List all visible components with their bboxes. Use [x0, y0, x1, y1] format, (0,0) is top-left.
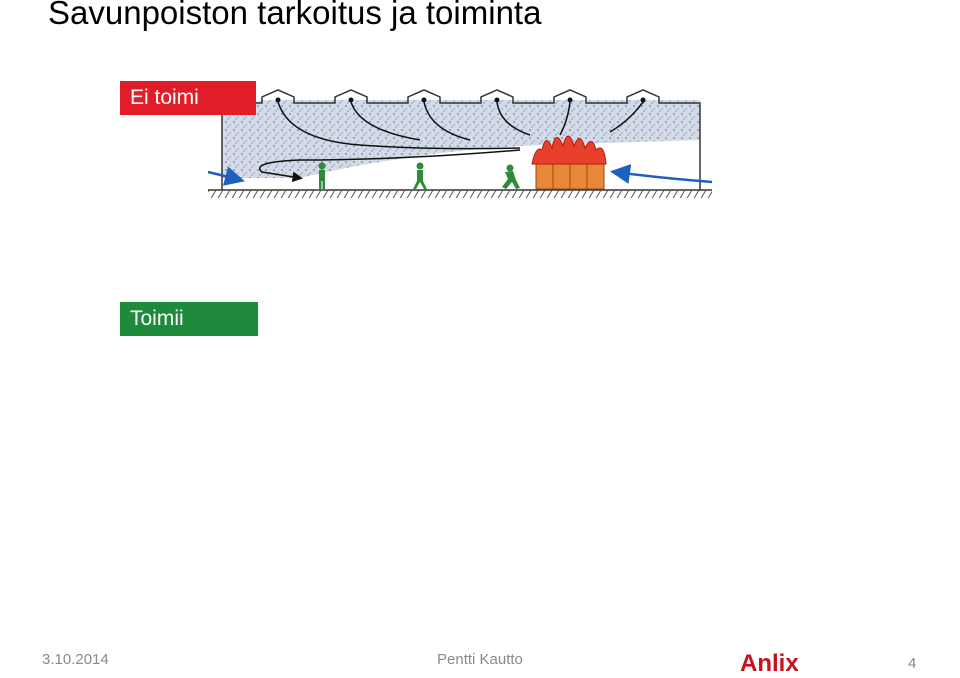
page-number: 4 — [908, 655, 917, 672]
company-logo: Anlix — [740, 650, 799, 677]
smoke-layer — [222, 100, 700, 178]
person-3 — [502, 164, 520, 189]
smoke-circulation-arrows — [259, 101, 644, 183]
building-outline — [221, 89, 701, 190]
floor-hatch — [208, 190, 712, 198]
working-label: Toimii — [120, 302, 258, 336]
panel-not-working — [207, 89, 713, 198]
slide-title: Savunpoiston tarkoitus ja toiminta — [48, 0, 542, 31]
footer-author: Pentti Kautto — [437, 651, 523, 668]
person-1 — [318, 162, 326, 189]
burning-crates — [531, 135, 607, 190]
person-2 — [413, 162, 427, 189]
not-working-label: Ei toimi — [120, 81, 256, 115]
footer-date: 3.10.2014 — [42, 651, 109, 668]
closed-vent-dots — [275, 97, 646, 103]
airflow-in-right-arrow — [610, 164, 713, 184]
airflow-in-left-arrow — [207, 166, 245, 186]
